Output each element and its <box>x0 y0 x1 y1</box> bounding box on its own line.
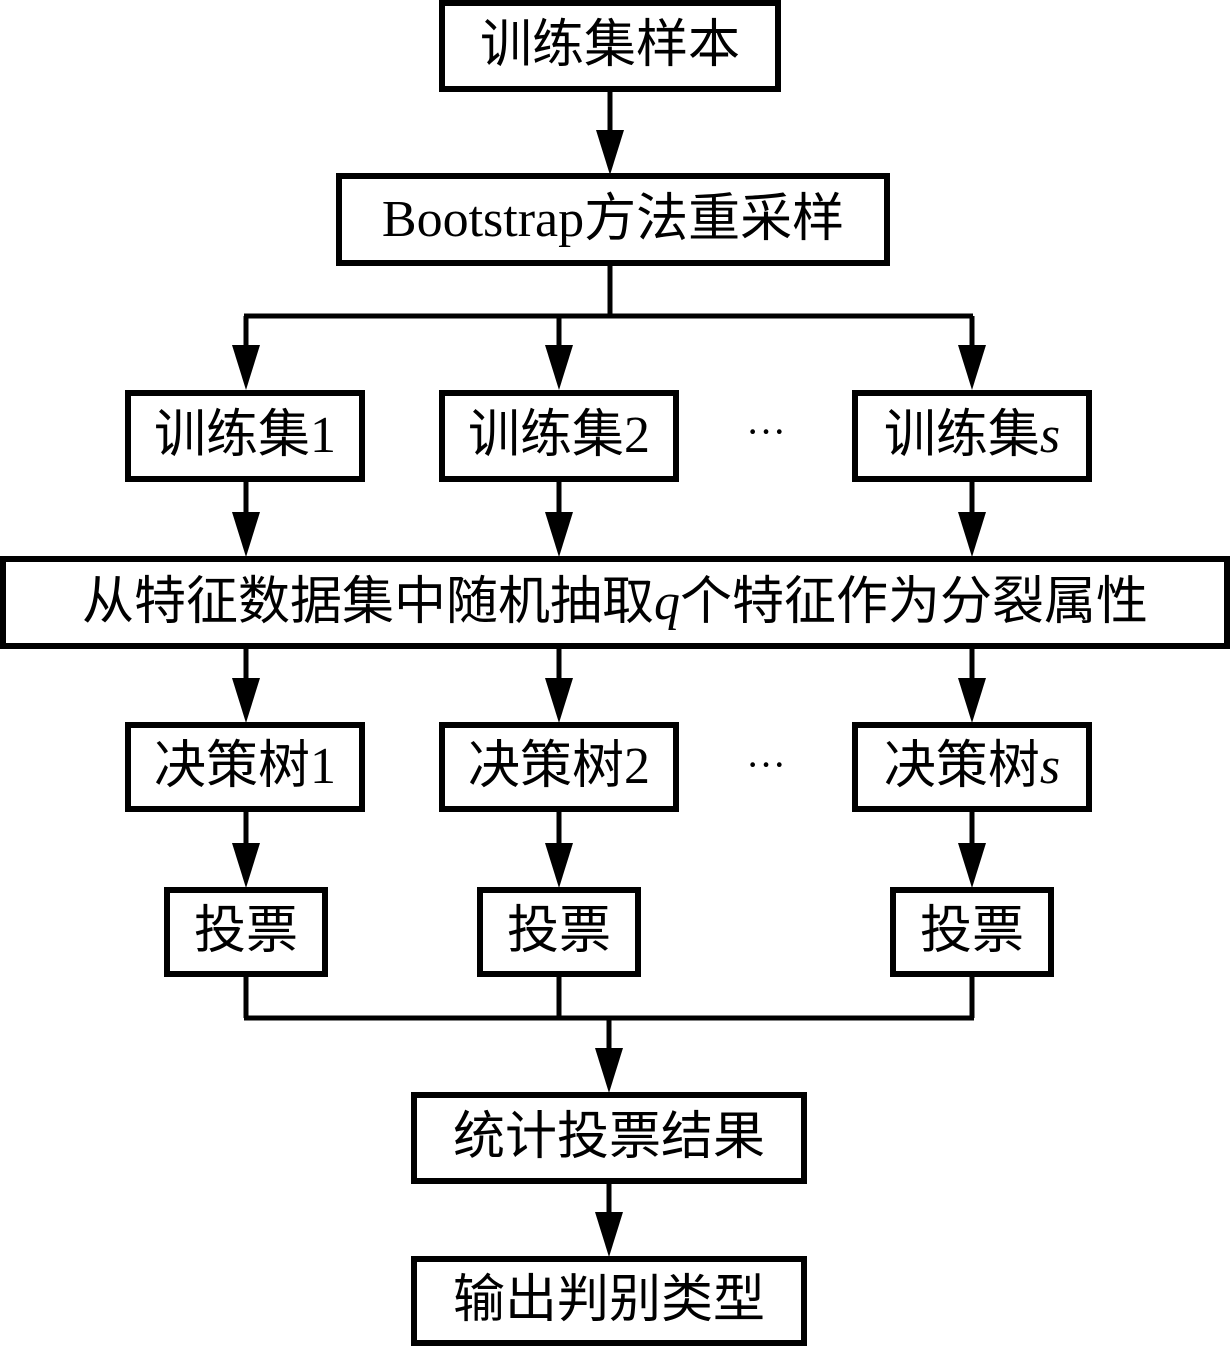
ellipsis: ··· <box>746 742 786 787</box>
node-label-pre: 从特征数据集中随机抽取 <box>81 573 654 631</box>
arrowhead <box>232 678 260 723</box>
ellipsis: ··· <box>746 409 786 454</box>
node-label: 决策树 <box>467 738 624 795</box>
node-label: 输出判别类型 <box>452 1272 765 1329</box>
node-label: 统计投票结果 <box>452 1109 765 1166</box>
arrowhead <box>958 678 986 723</box>
node-index: 2 <box>624 738 650 795</box>
node-output-class: 输出判别类型 <box>411 1256 807 1346</box>
node-label: 投票 <box>506 903 611 960</box>
arrowhead <box>958 512 986 557</box>
node-index: s <box>1039 407 1061 464</box>
node-count-votes: 统计投票结果 <box>411 1092 807 1184</box>
node-training-samples: 训练集样本 <box>439 0 781 92</box>
arrowhead <box>232 843 260 888</box>
node-vote-s: 投票 <box>890 887 1054 977</box>
node-label: Bootstrap方法重采样 <box>381 190 845 248</box>
node-label: 训练集 <box>153 407 310 464</box>
arrowhead <box>958 345 986 390</box>
node-label: 投票 <box>919 903 1024 960</box>
node-label: 训练集样本 <box>479 17 740 74</box>
node-index: 1 <box>310 738 336 795</box>
node-index: 2 <box>624 407 650 464</box>
arrowhead <box>595 1048 623 1093</box>
node-label: 决策树 <box>153 738 310 795</box>
node-label: 训练集 <box>883 407 1040 464</box>
arrowhead <box>232 345 260 390</box>
arrowhead <box>545 345 573 390</box>
node-label: 投票 <box>193 903 298 960</box>
node-vote-1: 投票 <box>164 887 328 977</box>
node-label-post: 个特征作为分裂属性 <box>680 573 1149 631</box>
node-variable: q <box>654 573 680 631</box>
arrowhead <box>232 512 260 557</box>
node-index: s <box>1039 738 1061 795</box>
arrowhead <box>596 130 624 175</box>
arrowhead <box>595 1212 623 1257</box>
node-vote-2: 投票 <box>477 887 641 977</box>
arrowhead <box>545 843 573 888</box>
arrowhead <box>545 512 573 557</box>
arrowhead <box>958 843 986 888</box>
node-index: 1 <box>310 407 336 464</box>
node-label: 决策树 <box>883 738 1040 795</box>
arrowhead <box>545 678 573 723</box>
node-label: 训练集 <box>467 407 624 464</box>
node-bootstrap-resampling: Bootstrap方法重采样 <box>336 173 890 266</box>
